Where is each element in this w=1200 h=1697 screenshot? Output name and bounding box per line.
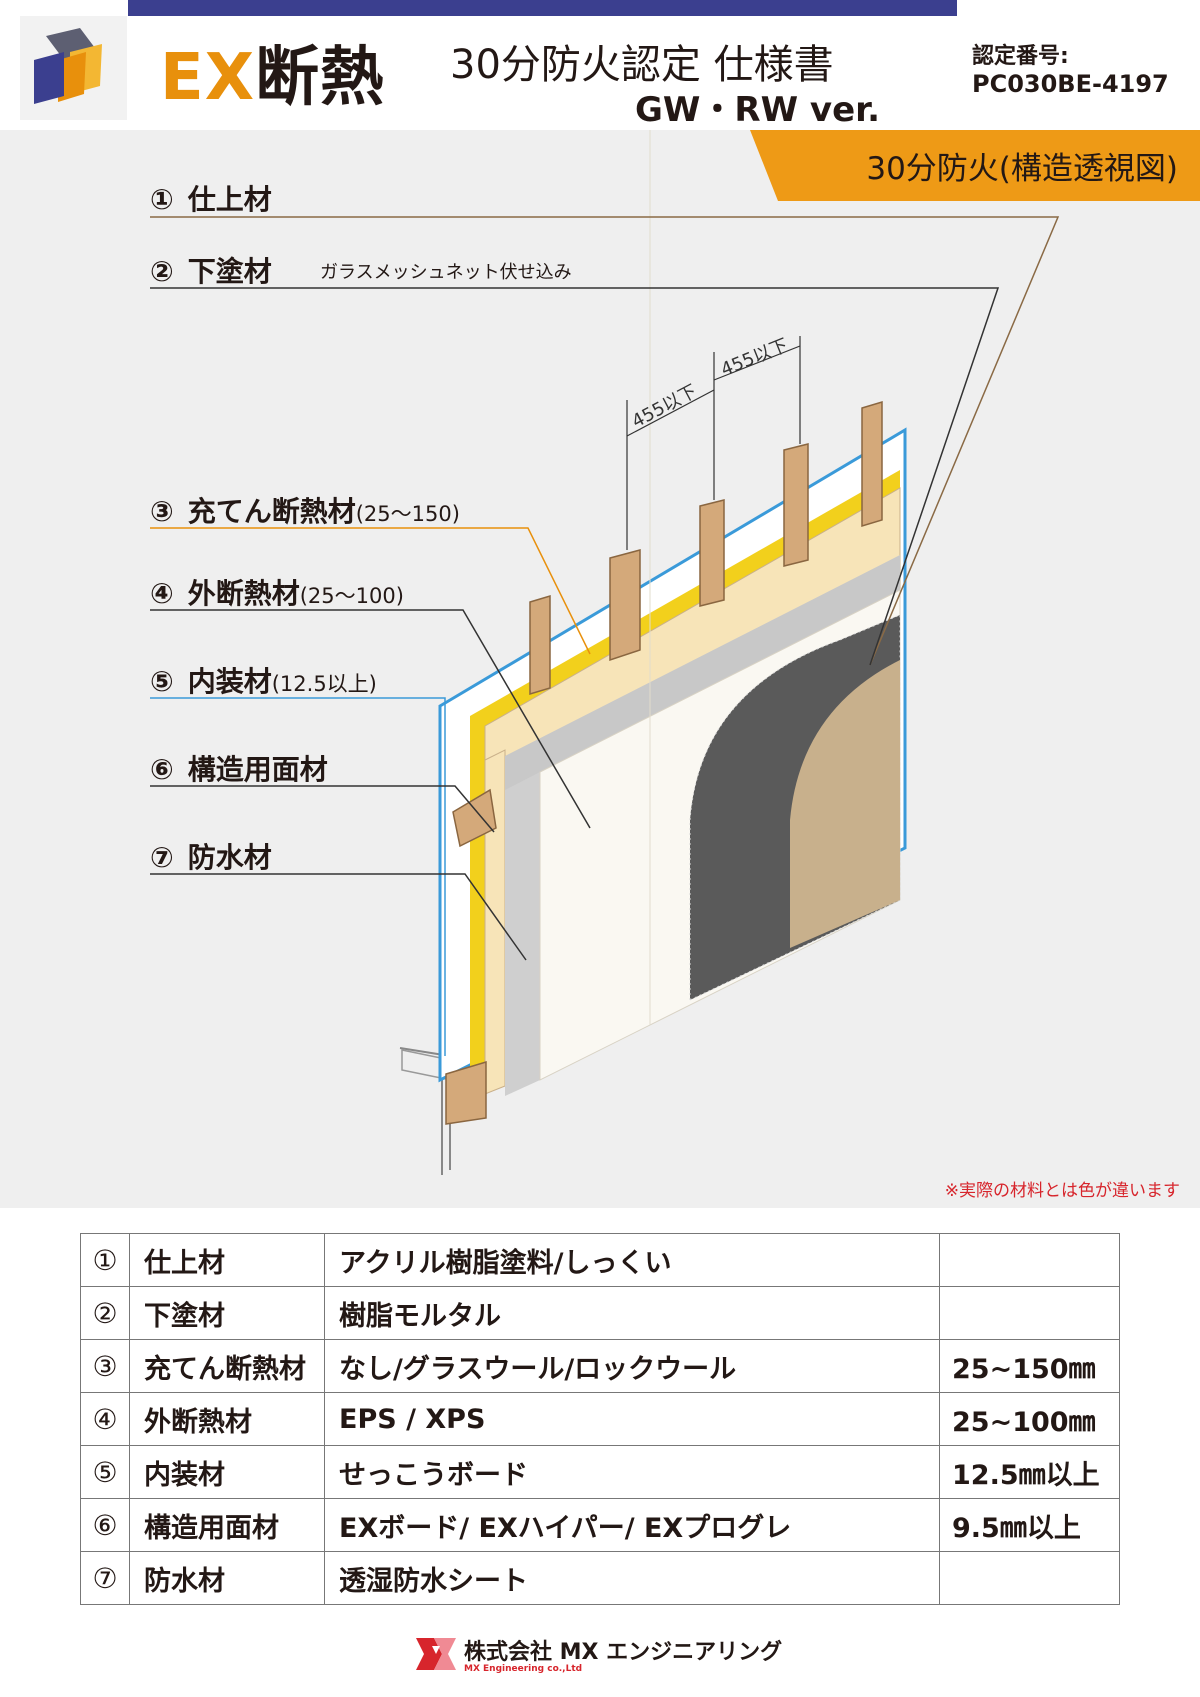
brand-name: EX断熱 (160, 41, 386, 115)
brand-logo (20, 16, 127, 120)
table-row: ③ 充てん断熱材 なし/グラスウール/ロックウール 25~150㎜ (80, 1339, 1120, 1393)
logo-icon (34, 28, 102, 104)
spec-table: ① 仕上材 アクリル樹脂塗料/しっくい ② 下塗材 樹脂モルタル ③ 充てん断熱… (80, 1233, 1120, 1605)
company-logo-icon (416, 1638, 456, 1670)
company-footer: 株式会社 MX エンジニアリング MX Engineering co.,Ltd (412, 1630, 792, 1680)
label-2-note: ガラスメッシュネット伏せ込み (320, 262, 572, 283)
document-subtitle: GW・RW ver. (635, 90, 880, 130)
table-row: ⑤ 内装材 せっこうボード 12.5㎜以上 (80, 1445, 1120, 1499)
certification-number: PC030BE-4197 (972, 70, 1169, 98)
table-row: ① 仕上材 アクリル樹脂塗料/しっくい (80, 1233, 1120, 1287)
table-row: ④ 外断熱材 EPS / XPS 25~100㎜ (80, 1392, 1120, 1446)
color-disclaimer: ※実際の材料とは色が違います (944, 1181, 1180, 1201)
table-row: ⑦ 防水材 透湿防水シート (80, 1551, 1120, 1605)
table-row: ⑥ 構造用面材 EXボード/ EXハイパー/ EXプログレ 9.5㎜以上 (80, 1498, 1120, 1552)
company-name-en: MX Engineering co.,Ltd (464, 1664, 583, 1674)
table-row: ② 下塗材 樹脂モルタル (80, 1286, 1120, 1340)
spacing-label-1: 455以下 (628, 381, 700, 433)
certification-label: 認定番号: (972, 44, 1069, 69)
spacing-label-2: 455以下 (718, 335, 791, 381)
company-name: 株式会社 MX エンジニアリング (464, 1640, 783, 1665)
wall-structure-illustration: 455以下 455以下 (150, 130, 1060, 1175)
document-title: 30分防火認定 仕様書 (450, 42, 834, 88)
header-bar (128, 0, 957, 16)
section-badge: 30分防火(構造透視図) (750, 130, 1200, 201)
